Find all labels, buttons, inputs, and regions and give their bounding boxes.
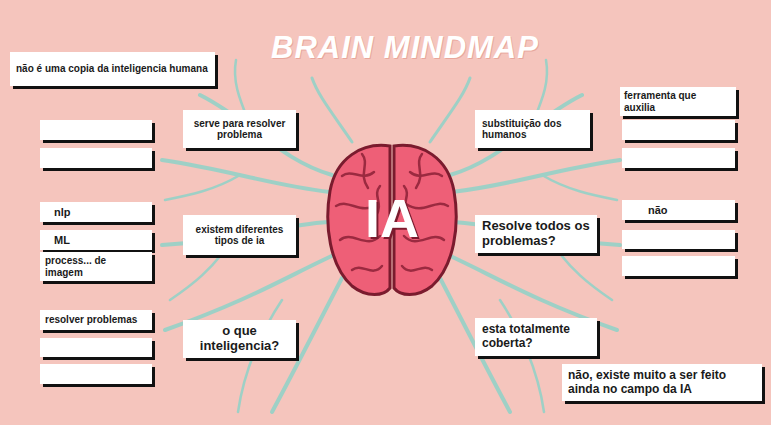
empty-boxes — [40, 120, 738, 387]
vein — [162, 160, 330, 192]
node-text: não — [648, 204, 729, 217]
title: BRAIN MINDMAP — [250, 30, 560, 66]
idea-box: nlp — [40, 202, 152, 222]
empty-box — [40, 148, 152, 168]
vein — [165, 175, 240, 200]
node-text: existem diferentes tipos de ia — [189, 224, 290, 247]
idea-box: existem diferentes tipos de ia — [183, 215, 296, 255]
node-text: o que inteligencia? — [189, 324, 290, 354]
vein — [430, 78, 470, 142]
idea-box: Resolve todos os problemas? — [475, 215, 597, 253]
node-text: esta totalmente coberta? — [482, 323, 591, 351]
empty-box — [622, 256, 735, 276]
brain-fold — [352, 266, 382, 271]
empty-box — [622, 120, 735, 140]
idea-box: esta totalmente coberta? — [475, 318, 597, 356]
node-text: resolver problemas — [45, 314, 146, 326]
brain-node: IA — [322, 136, 462, 301]
brain-fold — [362, 154, 368, 188]
brain-fold — [416, 154, 422, 188]
brain-fold — [402, 266, 432, 271]
node-text: substituição dos humanos — [482, 118, 584, 141]
veins — [162, 60, 620, 412]
empty-box — [622, 148, 735, 168]
idea-box: não — [622, 200, 735, 220]
idea-box: não é uma copia da inteligencia humana — [10, 52, 215, 86]
idea-box: process... de imagem — [40, 252, 152, 281]
idea-box: ferramenta que auxilia — [620, 87, 736, 116]
idea-box: substituição dos humanos — [475, 110, 590, 148]
idea-box: o que inteligencia? — [183, 320, 296, 358]
idea-box: resolver problemas — [40, 310, 152, 330]
brain-fold — [410, 172, 442, 176]
empty-box — [622, 230, 735, 249]
vein — [312, 78, 352, 142]
empty-box — [40, 364, 152, 384]
idea-box: ML — [40, 230, 152, 250]
idea-box: serve para resolver problema — [183, 110, 296, 148]
brain-fold — [342, 172, 374, 176]
vein — [452, 160, 620, 192]
node-text: nlp — [54, 206, 146, 219]
empty-box — [40, 120, 152, 140]
node-text: Resolve todos os problemas? — [482, 219, 591, 249]
empty-box — [40, 338, 152, 357]
vein — [165, 255, 334, 330]
center-label: IA — [322, 187, 462, 249]
vein — [542, 175, 617, 200]
idea-box: não, existe muito a ser feito ainda no c… — [562, 364, 762, 401]
node-text: ferramenta que auxilia — [624, 90, 730, 113]
node-text: process... de imagem — [45, 255, 146, 278]
node-text: ML — [54, 234, 146, 247]
node-text: não, existe muito a ser feito ainda no c… — [568, 369, 756, 397]
vein — [500, 300, 544, 412]
node-text: serve para resolver problema — [189, 118, 290, 141]
node-text: não é uma copia da inteligencia humana — [16, 63, 209, 75]
